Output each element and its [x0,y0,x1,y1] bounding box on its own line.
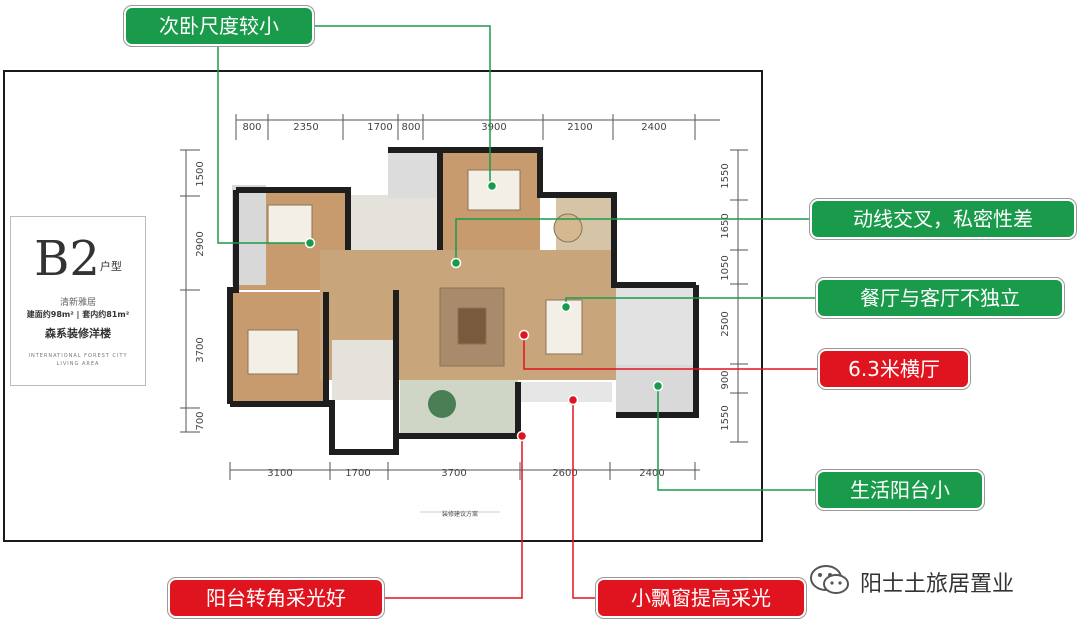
watermark-text: 阳士土旅居置业 [860,572,1015,597]
bottom-dim-3: 3700 [441,468,466,479]
unit-code: B2户型 [34,231,122,287]
top-dim-1: 800 [242,122,261,133]
bottom-dim-2: 1700 [345,468,370,479]
wechat-icon [810,565,849,594]
left-dim-1: 1500 [195,161,206,186]
top-dim-7: 2400 [641,122,666,133]
left-dim-2: 2900 [195,231,206,256]
right-dim-5: 900 [720,370,731,389]
unit-brand-line: INTERNATIONAL FOREST CITY [28,353,128,359]
watermark: 阳士土旅居置业 [808,562,1068,598]
callout-dining-living: 餐厅与客厅不独立 [818,280,1062,316]
callout-hall: 6.3米横厅 [820,351,968,387]
top-dim-4: 800 [401,122,420,133]
plan-caption: 装修建议方案 [442,510,478,518]
unit-brand-sub: LIVING AREA [56,361,100,367]
top-dim-2: 2350 [293,122,318,133]
right-dim-2: 1650 [720,213,731,238]
callout-balcony-light: 阳台转角采光好 [170,580,382,616]
right-dim-3: 1050 [720,255,731,280]
callout-circulation: 动线交叉，私密性差 [812,201,1074,237]
bottom-dim-4: 2600 [552,468,577,479]
left-dim-3: 3700 [195,337,206,362]
right-dim-6: 1550 [720,405,731,430]
top-dim-3: 1700 [367,122,392,133]
left-dim-4: 700 [195,411,206,430]
callout-utility-balcony: 生活阳台小 [818,472,982,508]
unit-info-card: B2户型 清新雅居 建面约98m² | 套内约81m² 森系装修洋楼 INTER… [10,216,146,386]
unit-style: 森系装修洋楼 [45,327,111,340]
bottom-dim-1: 3100 [267,468,292,479]
right-dim-4: 2500 [720,311,731,336]
callout-small-bedroom: 次卧尺度较小 [126,8,312,44]
right-dim-1: 1550 [720,163,731,188]
top-dim-5: 3900 [481,122,506,133]
callout-bay-window: 小飘窗提高采光 [598,580,804,616]
top-dim-6: 2100 [567,122,592,133]
unit-tagline: 清新雅居 [59,298,96,308]
unit-area: 建面约98m² | 套内约81m² [26,310,130,319]
bottom-dim-5: 2400 [639,468,664,479]
